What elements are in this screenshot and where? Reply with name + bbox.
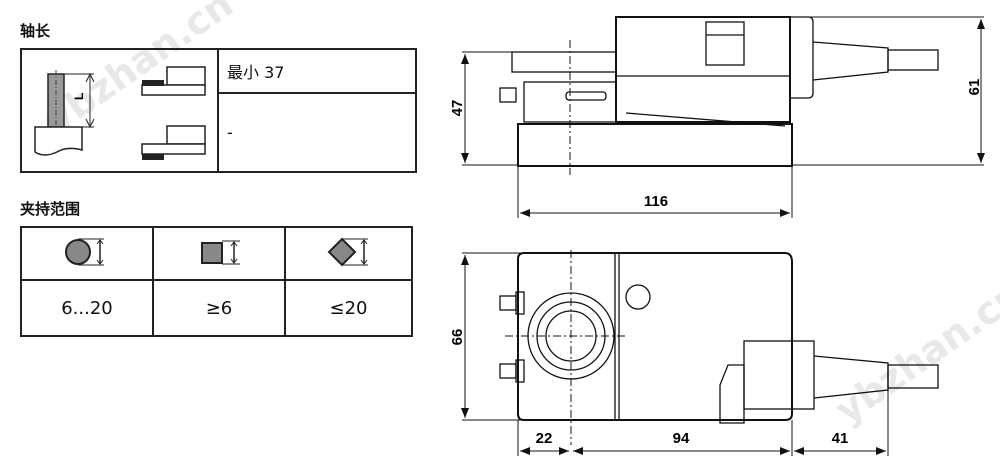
dimension-lines: [461, 16, 985, 456]
dim-height-47: 47: [449, 100, 466, 117]
shaft-length-min-value: 最小 37: [217, 48, 417, 94]
dim-offset-22: 22: [536, 430, 553, 447]
diamond-shaft-cell: [284, 226, 413, 281]
square-shaft-icon: [201, 240, 240, 264]
shaft-length-second-value: -: [217, 92, 417, 173]
shaft-length-table: L 最小 37 -: [20, 48, 417, 173]
dim-body-94: 94: [673, 430, 690, 447]
shaft-diagram-icon: L: [34, 66, 206, 160]
dim-height-61: 61: [966, 79, 983, 96]
round-shaft-icon: [65, 238, 104, 265]
square-shaft-cell: [152, 226, 286, 281]
dim-gland-41: 41: [832, 430, 849, 447]
dimension-letter-l: L: [72, 93, 86, 100]
shaft-length-heading: 轴长: [20, 22, 51, 40]
shaft-length-diagram: L: [20, 48, 219, 173]
square-shaft-range: ≥6: [152, 279, 286, 337]
dim-length-116: 116: [644, 193, 668, 210]
round-shaft-cell: [20, 226, 154, 281]
side-view: [499, 16, 939, 175]
top-view: [499, 250, 939, 445]
round-shaft-range: 6...20: [20, 279, 154, 337]
dim-width-66: 66: [449, 329, 466, 346]
clamping-range-heading: 夹持范围: [20, 200, 81, 218]
diamond-shaft-icon: [327, 237, 368, 266]
clamping-range-table: 6...20 ≥6 ≤20: [20, 226, 413, 337]
diamond-shaft-range: ≤20: [284, 279, 413, 337]
